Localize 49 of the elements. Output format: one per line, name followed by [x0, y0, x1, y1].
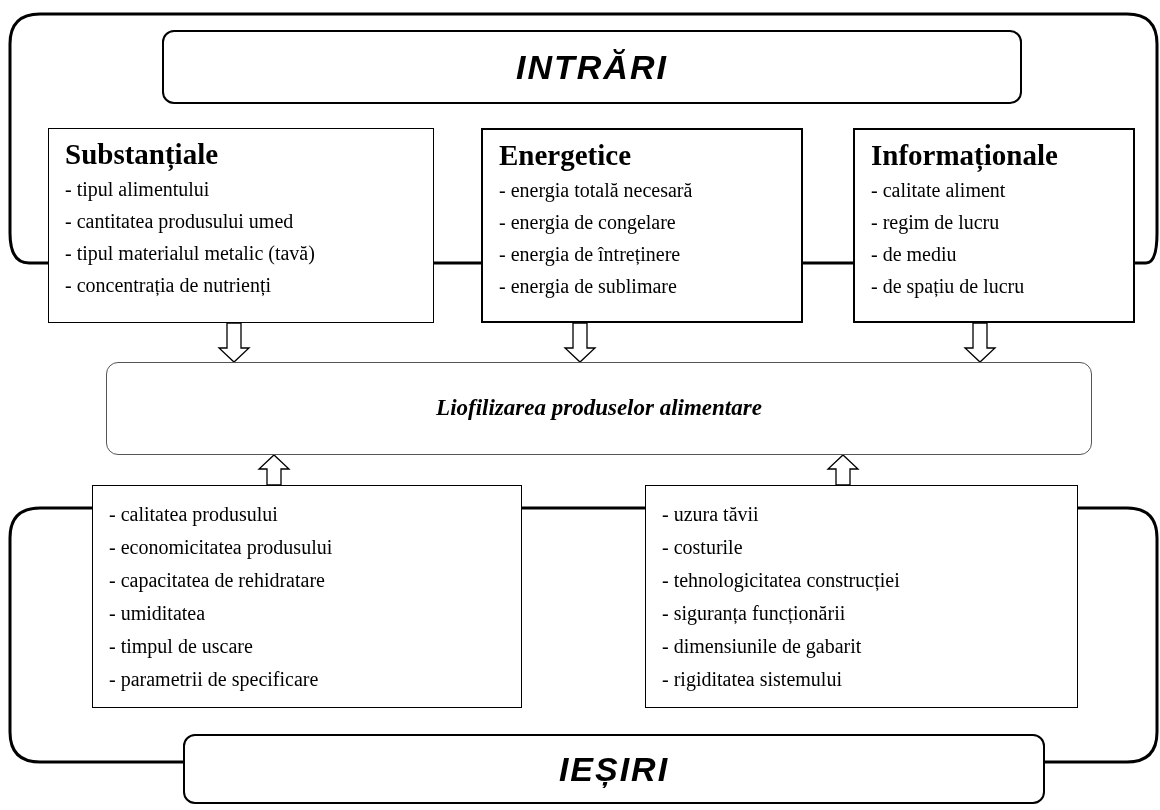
list-item: - capacitatea de rehidratare	[109, 567, 326, 594]
hollow-arrow	[257, 454, 291, 486]
box-heading: Energetice	[499, 138, 633, 173]
section-title: INTRĂRI	[516, 46, 668, 88]
list-item: - energia totală necesară	[499, 178, 694, 204]
list-item: - energia de sublimare	[499, 274, 678, 300]
list-item: - umiditatea	[109, 600, 207, 626]
list-item: - tipul materialul metalic (tavă)	[65, 241, 316, 267]
connector-line	[522, 506, 645, 510]
output-box	[92, 485, 522, 708]
process-box	[106, 362, 1092, 455]
hollow-arrow	[563, 322, 597, 363]
list-item: - siguranța funcționării	[662, 600, 847, 627]
connector-line	[8, 506, 183, 764]
list-item: - tipul alimentului	[65, 177, 211, 203]
hollow-arrow	[217, 322, 251, 363]
category-box	[48, 128, 434, 323]
title-box	[162, 30, 1022, 104]
list-item: - uzura tăvii	[662, 501, 760, 527]
list-item: - rigiditatea sistemului	[662, 666, 843, 693]
list-item: - timpul de uscare	[109, 633, 254, 660]
category-box	[853, 128, 1135, 323]
box-heading: Substanțiale	[65, 137, 220, 173]
list-item: - dimensiunile de gabarit	[662, 633, 863, 660]
hollow-arrow	[963, 322, 997, 363]
list-item: - energia de congelare	[499, 210, 677, 236]
title-box	[183, 734, 1045, 804]
list-item: - costurile	[662, 534, 744, 560]
list-item: - energia de întreținere	[499, 242, 682, 268]
connector-line	[8, 12, 1159, 265]
hollow-arrow	[826, 454, 860, 486]
list-item: - parametrii de specificare	[109, 666, 320, 693]
list-item: - de spațiu de lucru	[871, 274, 1026, 300]
connector-line	[434, 261, 481, 265]
process-title: Liofilizarea produselor alimentare	[436, 394, 762, 423]
list-item: - regim de lucru	[871, 210, 1001, 236]
list-item: - economicitatea produsului	[109, 534, 334, 561]
category-box	[481, 128, 803, 323]
list-item: - concentrația de nutrienți	[65, 273, 272, 298]
list-item: - calitate aliment	[871, 178, 1007, 203]
connector-line	[803, 261, 853, 265]
list-item: - cantitatea produsului umed	[65, 209, 295, 235]
box-heading: Informaționale	[871, 138, 1059, 174]
list-item: - calitatea produsului	[109, 501, 279, 528]
list-item: - tehnologicitatea construcției	[662, 567, 901, 594]
section-title: IEȘIRI	[558, 748, 670, 790]
connector-line	[1045, 506, 1159, 764]
list-item: - de mediu	[871, 242, 958, 267]
output-box	[645, 485, 1078, 708]
